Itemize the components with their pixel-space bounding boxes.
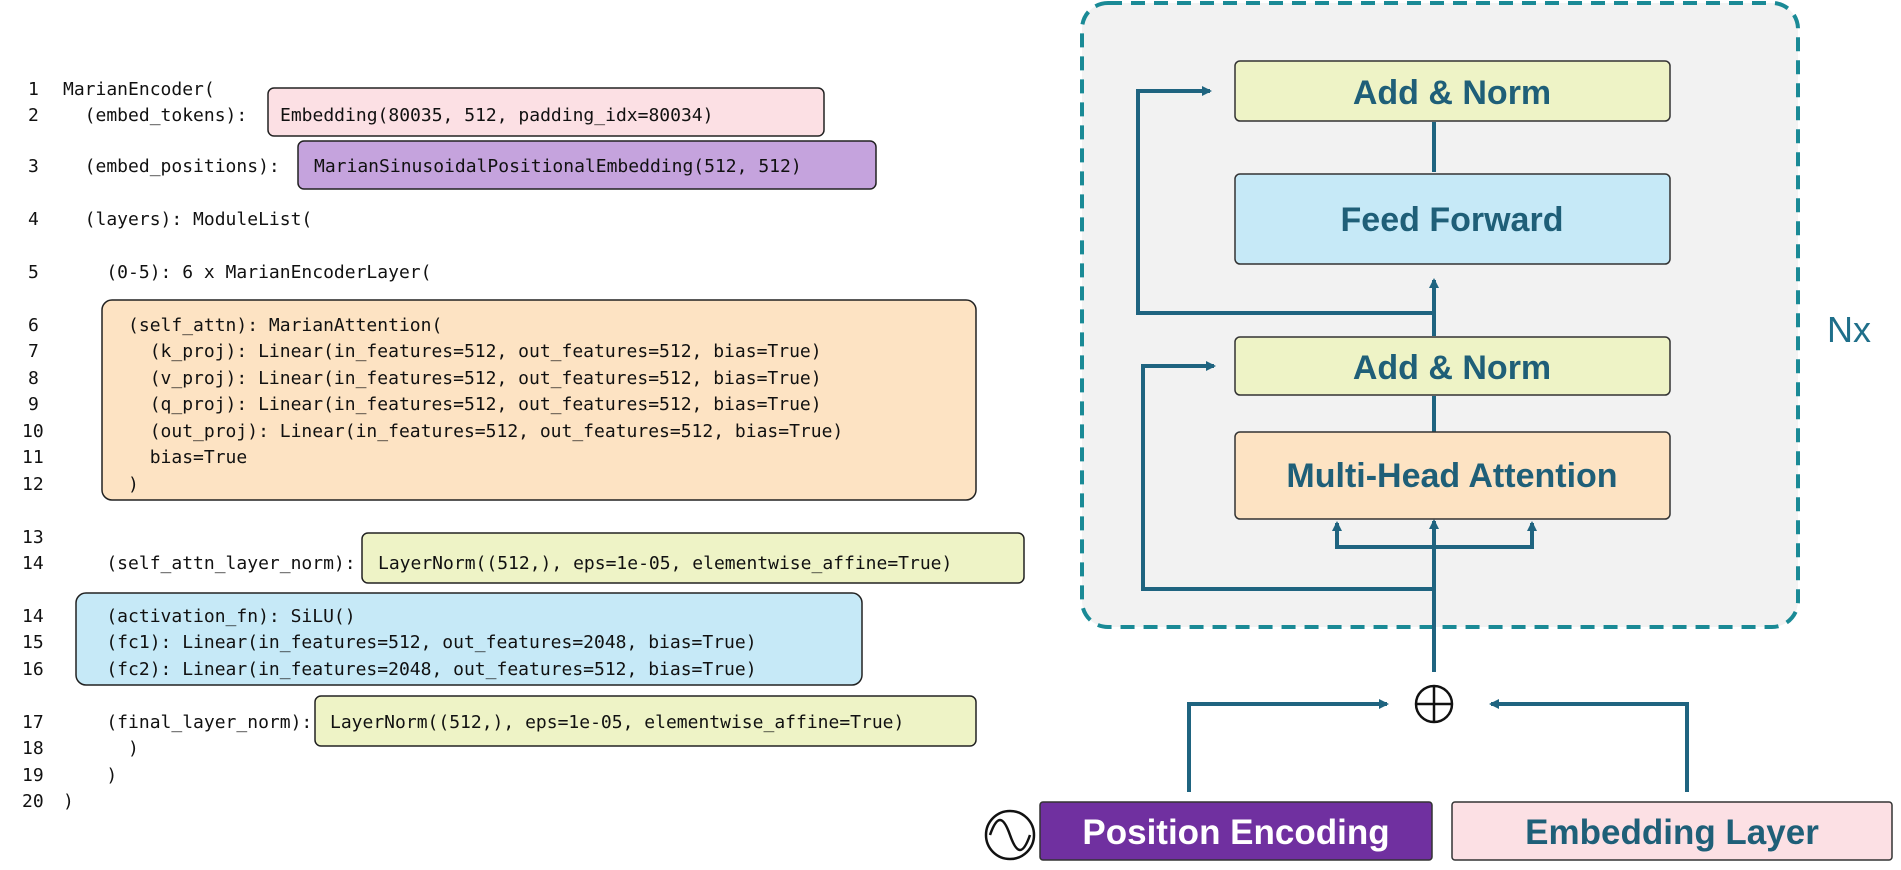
add-norm-top-block: Add & Norm xyxy=(1234,60,1671,122)
line-number: 6 xyxy=(28,315,39,336)
code-line-prefix: (embed_tokens): xyxy=(63,105,247,126)
embedding-layer-box xyxy=(1451,801,1893,861)
code-line: (q_proj): Linear(in_features=512, out_fe… xyxy=(63,394,822,415)
line-number: 3 xyxy=(28,156,39,177)
code-line: (activation_fn): SiLU() xyxy=(63,606,356,627)
code-line: (0-5): 6 x MarianEncoderLayer( xyxy=(63,262,431,283)
code-line: (k_proj): Linear(in_features=512, out_fe… xyxy=(63,341,822,362)
line-number: 2 xyxy=(28,105,39,126)
code-line: (out_proj): Linear(in_features=512, out_… xyxy=(63,421,843,442)
add-norm-top-label: Add & Norm xyxy=(1353,74,1551,112)
code-panel: 1 2 3 4 5 6 7 8 9 10 11 12 13 14 14 15 1… xyxy=(22,79,1025,812)
repeat-count-label: Nx xyxy=(1827,309,1871,350)
code-line: (v_proj): Linear(in_features=512, out_fe… xyxy=(63,368,822,389)
position-encoding-box xyxy=(1039,801,1433,861)
line-number: 5 xyxy=(28,262,39,283)
line-number: 1 xyxy=(28,79,39,100)
multi-head-attention-block: Multi-Head Attention xyxy=(1234,431,1671,520)
position-to-sum-line xyxy=(1187,699,1389,792)
code-line-module: LayerNorm((512,), eps=1e-05, elementwise… xyxy=(330,712,904,733)
code-line: (self_attn): MarianAttention( xyxy=(63,315,442,336)
line-number: 10 xyxy=(22,421,44,442)
line-number: 14 xyxy=(22,606,44,627)
code-line-module: Embedding(80035, 512, padding_idx=80034) xyxy=(280,105,713,126)
code-line: ) xyxy=(63,738,139,759)
position-encoding-input: Position Encoding xyxy=(1039,801,1433,861)
sine-wave-icon xyxy=(984,809,1036,861)
code-line: ) xyxy=(63,474,139,495)
add-norm-bottom-label: Add & Norm xyxy=(1353,349,1551,387)
circle-plus-icon xyxy=(1414,684,1454,724)
code-line-prefix: (self_attn_layer_norm): xyxy=(63,553,356,574)
embed-tokens-highlight xyxy=(267,87,825,137)
self-attn-layer-norm-highlight xyxy=(361,532,1025,584)
flow-lines xyxy=(1136,86,1689,792)
code-line-prefix: (embed_positions): xyxy=(63,156,280,177)
code-line: MarianEncoder( xyxy=(63,79,215,100)
embedding-layer-label: Embedding Layer xyxy=(1525,813,1819,852)
line-number: 12 xyxy=(22,474,44,495)
line-number: 7 xyxy=(28,341,39,362)
line-number: 19 xyxy=(22,765,44,786)
code-line: ) xyxy=(63,765,117,786)
line-number: 18 xyxy=(22,738,44,759)
embedding-to-sum-line xyxy=(1489,699,1689,792)
feedforward-group-highlight xyxy=(75,592,863,686)
line-number: 8 xyxy=(28,368,39,389)
embedding-layer-input: Embedding Layer xyxy=(1451,801,1893,861)
final-layer-norm-highlight xyxy=(314,695,977,747)
residual-upper-line xyxy=(1136,86,1434,315)
line-number: 4 xyxy=(28,209,39,230)
line-numbers: 1 2 3 4 5 6 7 8 9 10 11 12 13 14 14 15 1… xyxy=(22,79,44,812)
line-number: 13 xyxy=(22,527,44,548)
architecture-diagram: Add & Norm Feed Forward Add & Norm Multi… xyxy=(984,1,1893,861)
code-line: bias=True xyxy=(63,447,247,468)
line-number: 14 xyxy=(22,553,44,574)
code-lines: MarianEncoder( (embed_tokens): Embedding… xyxy=(63,79,952,812)
feed-forward-label: Feed Forward xyxy=(1341,201,1564,239)
embed-positions-highlight xyxy=(297,140,877,190)
multi-head-attention-label: Multi-Head Attention xyxy=(1286,457,1617,495)
add-norm-top-box xyxy=(1234,60,1671,122)
multi-head-attention-box xyxy=(1234,431,1671,520)
code-line: (fc2): Linear(in_features=2048, out_feat… xyxy=(63,659,757,680)
line-number: 20 xyxy=(22,791,44,812)
code-line: ) xyxy=(63,791,74,812)
attention-group-highlight xyxy=(101,299,977,501)
line-number: 11 xyxy=(22,447,44,468)
feed-forward-block: Feed Forward xyxy=(1234,173,1671,265)
residual-lower-line xyxy=(1141,361,1434,591)
position-encoding-label: Position Encoding xyxy=(1082,813,1389,852)
code-line-module: LayerNorm((512,), eps=1e-05, elementwise… xyxy=(378,553,952,574)
line-number: 16 xyxy=(22,659,44,680)
add-norm-bottom-box xyxy=(1234,336,1671,396)
line-number: 17 xyxy=(22,712,44,733)
code-line: (fc1): Linear(in_features=512, out_featu… xyxy=(63,632,757,653)
code-line-prefix: (final_layer_norm): xyxy=(63,712,312,733)
code-line-module: MarianSinusoidalPositionalEmbedding(512,… xyxy=(314,156,802,177)
add-norm-bottom-block: Add & Norm xyxy=(1234,336,1671,396)
line-number: 9 xyxy=(28,394,39,415)
code-line: (layers): ModuleList( xyxy=(63,209,312,230)
feed-forward-box xyxy=(1234,173,1671,265)
line-number: 15 xyxy=(22,632,44,653)
